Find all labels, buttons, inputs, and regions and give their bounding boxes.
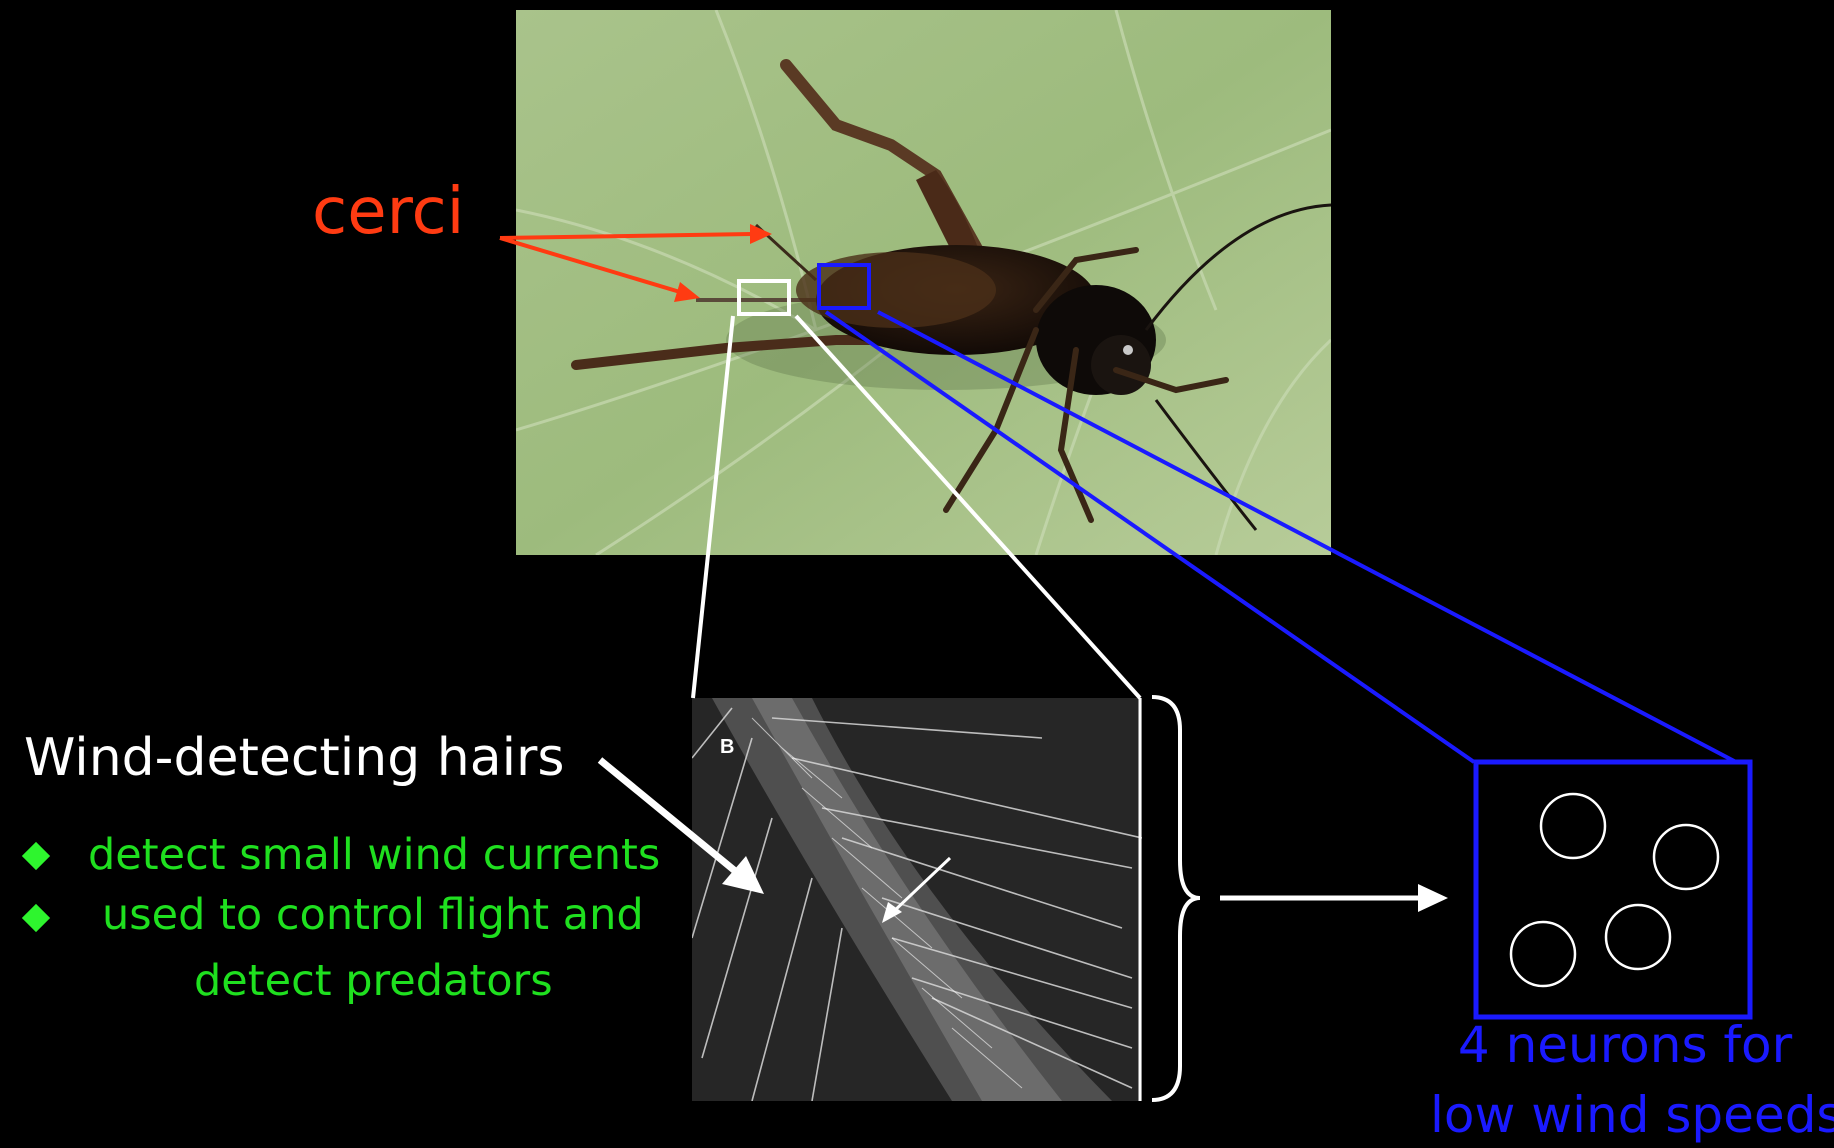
neuron-2 — [1654, 825, 1718, 889]
bullet-list: detect small wind currents used to contr… — [0, 830, 700, 1010]
green-diamond-icon — [22, 904, 50, 932]
neurons-caption-line1: 4 neurons for — [1440, 1020, 1810, 1070]
neuron-box — [1476, 762, 1750, 1017]
right-arrow-icon — [1220, 884, 1448, 912]
bullet-2-line1: used to control flight and — [102, 894, 644, 937]
neuron-1 — [1541, 794, 1605, 858]
cerci-label: cerci — [312, 180, 464, 244]
right-curly-brace — [1152, 697, 1200, 1100]
cricket-photo — [516, 10, 1331, 555]
neuron-circles — [1511, 794, 1718, 986]
bullet-1-text: detect small wind currents — [88, 834, 660, 877]
green-diamond-icon — [22, 842, 50, 870]
bullet-2-line2: detect predators — [194, 960, 553, 1003]
neuron-4 — [1511, 922, 1575, 986]
micrograph-panel-letter: B — [720, 736, 734, 759]
neurons-caption-line2: low wind speeds — [1430, 1090, 1820, 1140]
neuron-3 — [1606, 905, 1670, 969]
wind-hairs-label: Wind-detecting hairs — [24, 732, 565, 784]
micrograph-image — [692, 698, 1142, 1101]
